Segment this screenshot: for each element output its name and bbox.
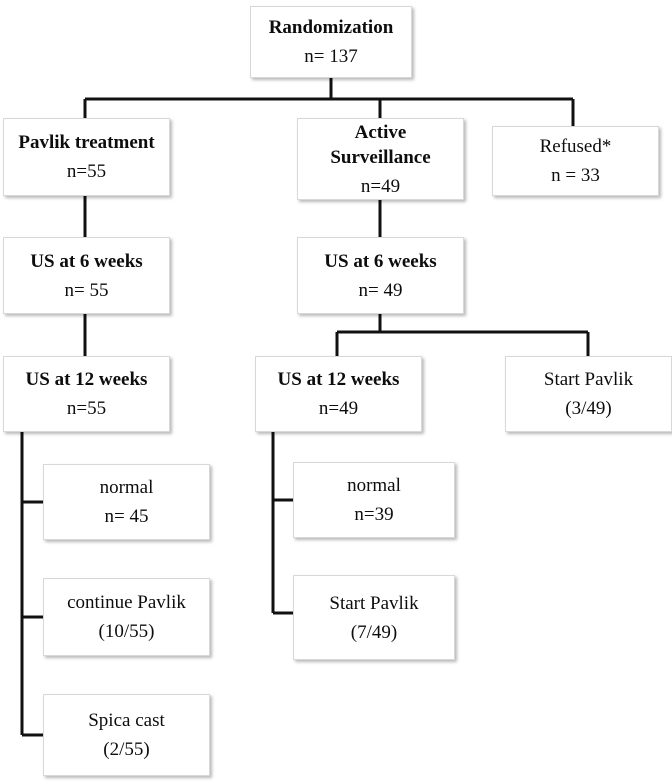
node-us12-surveillance[interactable]: US at 12 weeks n=49	[255, 356, 422, 432]
node-surv-start-pavlik[interactable]: Start Pavlik (7/49)	[293, 575, 455, 660]
node-pavlik-continue[interactable]: continue Pavlik (10/55)	[43, 578, 210, 656]
node-us12-pavlik-count: n=55	[66, 398, 107, 419]
node-refused-count: n = 33	[551, 165, 600, 186]
node-refused[interactable]: Refused* n = 33	[492, 126, 659, 196]
node-pavlik-treatment-label: Pavlik treatment	[18, 132, 155, 153]
node-pavlik-spica-label: Spica cast	[88, 710, 165, 731]
node-pavlik-spica[interactable]: Spica cast (2/55)	[43, 694, 210, 776]
node-pavlik-spica-count: (2/55)	[103, 739, 150, 760]
node-us12-pavlik[interactable]: US at 12 weeks n=55	[3, 356, 170, 432]
node-randomization-label: Randomization	[268, 17, 394, 38]
node-randomization[interactable]: Randomization n= 137	[250, 6, 412, 78]
node-us6-surveillance[interactable]: US at 6 weeks n= 49	[297, 237, 464, 314]
node-surv-normal[interactable]: normal n=39	[293, 462, 455, 538]
node-pavlik-normal[interactable]: normal n= 45	[43, 464, 210, 540]
node-active-surveillance-label: Active Surveillance	[330, 121, 431, 168]
node-surv-start-pavlik-label: Start Pavlik	[329, 592, 419, 614]
node-active-surveillance[interactable]: Active Surveillance n=49	[297, 118, 464, 200]
node-pavlik-normal-label: normal	[99, 477, 154, 498]
node-pavlik-continue-label: continue Pavlik	[67, 592, 186, 613]
node-pavlik-normal-count: n= 45	[104, 506, 149, 527]
node-surv-normal-count: n=39	[354, 504, 394, 525]
node-us6-pavlik-label: US at 6 weeks	[30, 250, 143, 272]
node-surv-normal-label: normal	[347, 475, 401, 496]
node-start-pavlik-6wk-count: (3/49)	[565, 398, 612, 419]
node-start-pavlik-6wk-label: Start Pavlik	[543, 369, 634, 390]
node-start-pavlik-6wk[interactable]: Start Pavlik (3/49)	[505, 356, 672, 432]
node-pavlik-treatment[interactable]: Pavlik treatment n=55	[3, 118, 170, 196]
node-randomization-count: n= 137	[304, 46, 358, 67]
node-pavlik-continue-count: (10/55)	[98, 621, 155, 642]
node-us12-pavlik-label: US at 12 weeks	[25, 369, 148, 390]
node-surv-start-pavlik-count: (7/49)	[350, 621, 398, 643]
node-active-surveillance-count: n=49	[360, 175, 401, 197]
node-pavlik-treatment-count: n=55	[66, 161, 107, 182]
node-us12-surveillance-label: US at 12 weeks	[277, 369, 400, 390]
node-us6-pavlik-count: n= 55	[64, 279, 109, 301]
node-us6-surveillance-label: US at 6 weeks	[324, 250, 437, 272]
node-refused-label: Refused*	[539, 136, 612, 157]
node-us6-pavlik[interactable]: US at 6 weeks n= 55	[3, 237, 170, 314]
node-us6-surveillance-count: n= 49	[358, 279, 403, 301]
node-us12-surveillance-count: n=49	[318, 398, 359, 419]
